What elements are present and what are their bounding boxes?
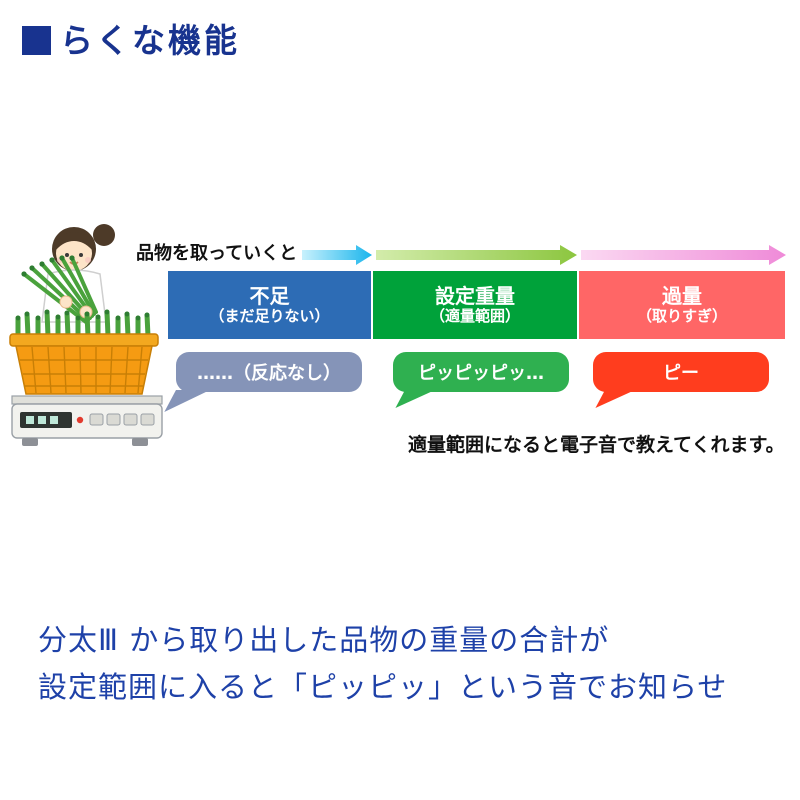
diagram-note: 適量範囲になると電子音で教えてくれます。 xyxy=(408,434,785,456)
stage-insufficient-subtitle: （まだ足りない） xyxy=(209,307,330,325)
worker-with-basket-on-scale-illustration xyxy=(9,224,163,446)
bubble-no-response: ……（反応なし） xyxy=(176,352,362,392)
bubble-long-beep-label: ピー xyxy=(663,363,699,384)
bubble-beep-label: ピッピッピッ… xyxy=(418,363,544,384)
stage-insufficient-title: 不足 xyxy=(249,284,290,308)
bubble-beep: ピッピッピッ… xyxy=(393,352,569,392)
stage-over-title: 過量 xyxy=(662,284,702,308)
stage-set-weight-subtitle: （適量範囲） xyxy=(429,307,520,325)
header-bullet-square-icon xyxy=(22,26,51,55)
page-title: らくな機能 xyxy=(60,21,240,60)
arrow-cyan-icon xyxy=(302,245,372,265)
bubble-no-response-label: ……（反応なし） xyxy=(197,363,341,384)
bubble-long-beep: ピー xyxy=(593,352,769,392)
description-text: 分太Ⅲ から取り出した品物の重量の合計が 設定範囲に入ると「ピッピッ」という音で… xyxy=(38,617,727,711)
arrow-pink-icon xyxy=(581,245,786,265)
description-line-1: 分太Ⅲ から取り出した品物の重量の合計が xyxy=(38,623,610,657)
stage-set-weight-box: 設定重量 （適量範囲） xyxy=(373,271,577,339)
progress-arrows xyxy=(302,245,786,265)
stage-over-box: 過量 （取りすぎ） xyxy=(579,271,785,339)
stage-insufficient-box: 不足 （まだ足りない） xyxy=(168,271,371,339)
section-header: らくな機能 xyxy=(22,24,240,57)
lead-text: 品物を取っていくと xyxy=(136,243,298,264)
stage-over-subtitle: （取りすぎ） xyxy=(636,307,727,325)
description-line-2: 設定範囲に入ると「ピッピッ」という音でお知らせ xyxy=(38,670,728,704)
stage-set-weight-title: 設定重量 xyxy=(435,284,515,308)
arrow-green-icon xyxy=(376,245,577,265)
